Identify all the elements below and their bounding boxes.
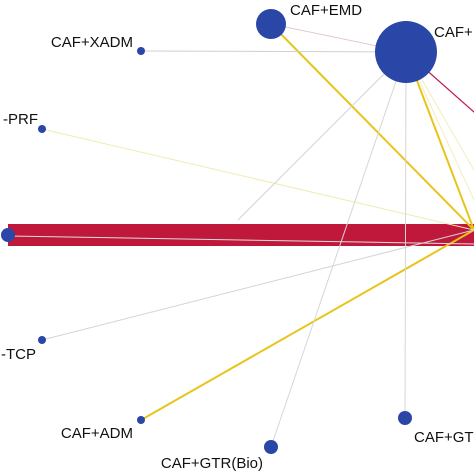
node-label-adm: CAF+ADM <box>61 425 133 442</box>
node-label-tcp: -TCP <box>1 346 36 363</box>
edge-tcp-right <box>41 229 474 341</box>
edge-xadm-caf <box>140 50 407 53</box>
edge-caf-gtr <box>404 51 407 419</box>
node-tcp <box>38 336 46 344</box>
edge-caf-gtrbio <box>270 51 407 448</box>
edge-left-right <box>7 235 474 245</box>
node-xadm <box>137 47 145 55</box>
node-caf <box>375 21 437 83</box>
edge-caf-left <box>237 51 407 221</box>
node-label-xadm: CAF+XADM <box>51 34 133 51</box>
node-label-gtrbio: CAF+GTR(Bio) <box>161 455 263 472</box>
node-label-caf: CAF+ <box>434 24 473 41</box>
edge-adm-right <box>140 229 474 421</box>
nodes-layer <box>1 9 437 454</box>
node-gtrbio <box>264 440 278 454</box>
node-adm <box>137 416 145 424</box>
node-label-gtr: CAF+GT <box>414 429 474 446</box>
edge-emd-right <box>270 23 474 231</box>
node-gtr <box>398 411 412 425</box>
edges-layer <box>7 23 474 448</box>
node-emd <box>256 9 286 39</box>
node-label-emd: CAF+EMD <box>290 2 362 19</box>
node-label-prf: -PRF <box>3 111 38 128</box>
edge-prf-right <box>41 128 474 231</box>
edge-caf-right <box>405 51 474 231</box>
node-left <box>1 228 15 242</box>
node-prf <box>38 125 46 133</box>
